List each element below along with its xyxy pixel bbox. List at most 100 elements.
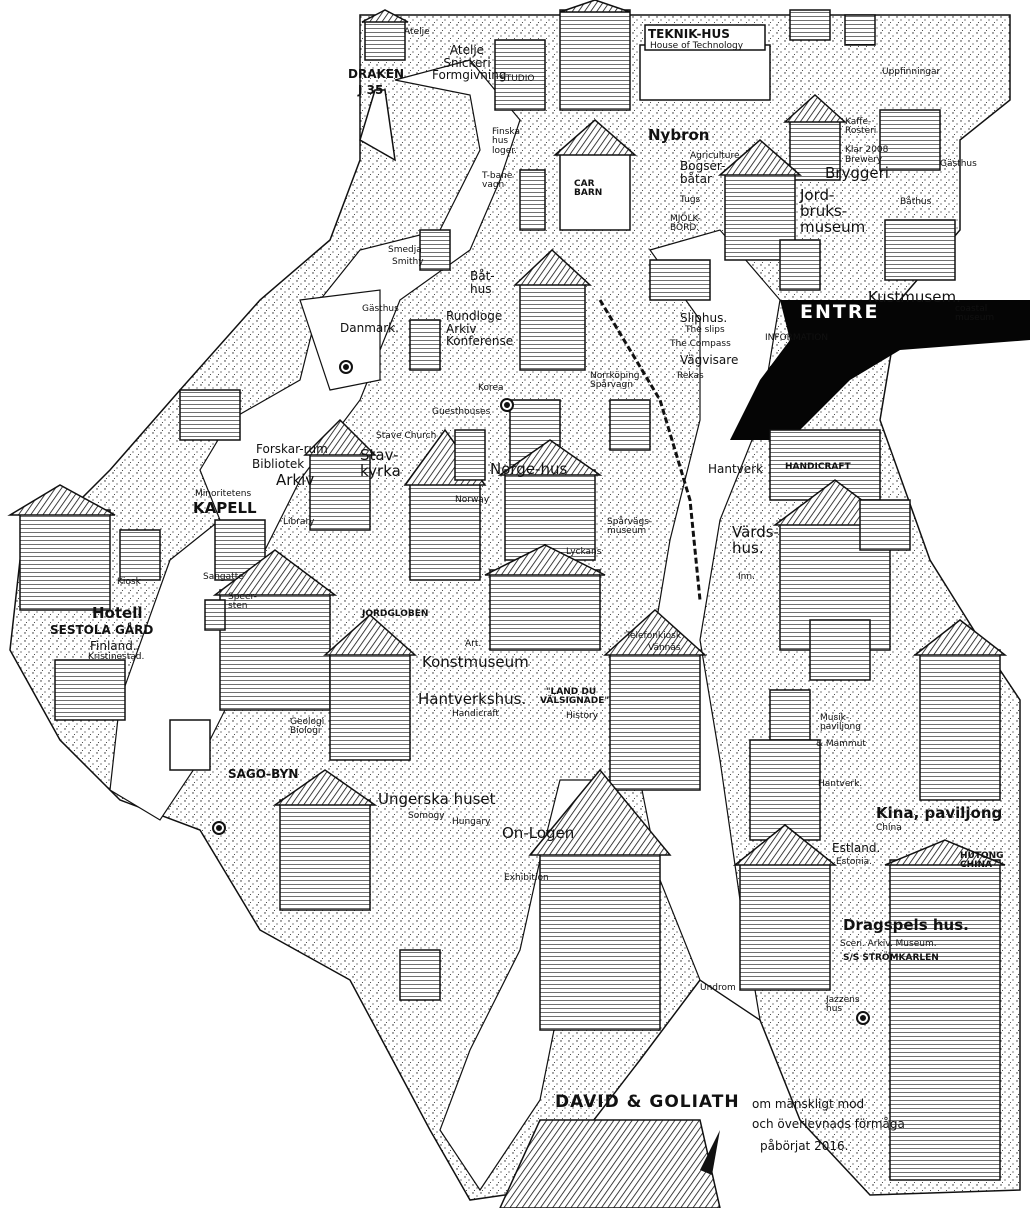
label-finska-hus: Finska hus loger. [492, 127, 520, 156]
label-bibliotek: Bibliotek [252, 457, 305, 471]
label-stromkarlen: S/S STRÖMKARLEN [843, 953, 939, 963]
label-hutong: HUTONG CHINA [960, 851, 1004, 871]
label-guesthouses: Guesthouses [432, 407, 491, 417]
label-information: INFORMATION [765, 333, 829, 343]
label-sestola-gard: SESTOLA GÅRD [50, 623, 154, 637]
label-vardshus: Värds-hus. [732, 523, 779, 557]
label-car-barn: CAR BARN [574, 179, 603, 199]
label-vagvisare: Vägvisare [680, 353, 739, 367]
label-entre: ENTRE [800, 301, 880, 323]
label-hotell: Hotell [92, 604, 143, 622]
label-jordbruksmuseum: Jord-bruks-museum [800, 186, 866, 236]
label-hantverk-e: Hantverk [708, 462, 764, 476]
label-stavkyrka: Stav-kyrka [360, 446, 401, 480]
label-sliphus: Sliphus. [680, 311, 728, 325]
label-telefonkiosk: Telefonkiosk [626, 631, 682, 641]
label-library: Library [283, 517, 315, 527]
label-david-goliath: DAVID & GOLIATH [555, 1092, 740, 1112]
label-bryggeri: Bryggeri [825, 164, 889, 182]
label-kafferosteri: Kaffe-Rosteri [845, 117, 877, 137]
label-sangatte: Sangatte [203, 572, 244, 582]
label-agriculture: Agriculture [690, 151, 740, 161]
label-minoritetens: Minoritetens [195, 489, 252, 499]
label-ungerska-huset: Ungerska huset [378, 790, 496, 808]
label-jordgloben: JORDGLOBEN [362, 609, 429, 619]
label-sparvagnsmuseum: Spårvägs-museum [607, 517, 653, 537]
label-gasthus-w: Gästhus [362, 304, 399, 314]
label-on-logen: On-Logen [502, 824, 575, 842]
buildings [7, 0, 1008, 1208]
label-gasthus-ne: Gästhus [940, 159, 977, 169]
label-estland: Estland. [832, 841, 881, 855]
label-brewery: Brewery [845, 155, 883, 165]
label-the-compass: The Compass [670, 339, 731, 349]
label-norrkoping-sparvagn: Norrköping Spårvagn [590, 371, 640, 391]
label-korea: Korea [478, 383, 504, 393]
label-kiosk: Kiosk [117, 577, 141, 587]
label-t-bane-vagn: T-bane vagn [482, 171, 513, 191]
label-the-slips: The slips [685, 325, 725, 335]
label-rekas: Rekas [677, 371, 704, 381]
label-kustmuseum: Kustmusem. [868, 288, 961, 306]
label-mansklig-line1: om mänskligt mod [752, 1097, 865, 1111]
label-speersten: Speer-sten [228, 592, 257, 612]
label-exhibition: Exhibition [504, 873, 549, 883]
label-j35: J 35 [358, 83, 384, 97]
label-klar-2008: Klar 2008 [845, 145, 889, 155]
label-house-of-technology: House of Technology [650, 41, 744, 51]
label-estonia: Estonia. [836, 857, 872, 867]
label-vannas: Vännäs [648, 643, 681, 653]
label-arkiv: Arkiv [276, 471, 315, 489]
label-art: Art. [465, 639, 482, 649]
label-bathus-ne: Båthus [900, 197, 932, 207]
label-jazzens-hus: Jazzens hus [826, 995, 860, 1015]
label-undrom: Undrom [700, 983, 736, 993]
label-teknik-hus: TEKNIK-HUS [648, 27, 730, 41]
draken-jet [359, 89, 396, 162]
label-stave-church: Stave Church [376, 431, 437, 441]
label-paborjat: påbörjat 2016. [760, 1139, 849, 1153]
label-handicraft: Handicraft [452, 709, 499, 719]
label-mjolk-bord: MJÖLK-BORD. [670, 214, 701, 234]
label-mansklig-line2: och överlevnads förmåga [752, 1117, 905, 1131]
tram-track [598, 299, 702, 601]
label-bathus: Båt-hus [470, 269, 495, 296]
water-bay [730, 300, 1030, 440]
label-musikpaviljong: Musik-paviljong [820, 713, 861, 733]
label-somogy: Somogy [408, 811, 445, 821]
label-rundloge: Rundloge Arkiv Konferense [446, 309, 514, 349]
label-land-du-valsignade: "LAND DU VÄLSIGNADE" [540, 687, 610, 707]
label-dragspelshus: Dragspels hus. [843, 916, 969, 934]
label-uppfinningar: Uppfinningar [882, 67, 941, 77]
label-mammut: & Mammut [816, 739, 866, 749]
label-handicraft-sign: HANDICRAFT [785, 462, 851, 472]
label-bogserbatar: Bogser-båtar [680, 159, 726, 186]
label-hantverk-se: Hantverk. [818, 779, 863, 789]
label-norgehus: Norge-hus [490, 460, 568, 478]
label-atelje: Atelje [404, 27, 430, 37]
label-hungary: Hungary [452, 817, 491, 827]
label-inn: Inn. [738, 572, 755, 582]
label-smedja: Smedja [388, 245, 422, 255]
label-coastal-museum: coastal museum [955, 304, 995, 324]
label-hantverkshus: Hantverkshus. [418, 690, 527, 708]
label-danmark: Danmark. [340, 321, 399, 335]
label-draken: DRAKEN [348, 67, 405, 81]
label-smithy: Smithy [392, 257, 424, 267]
label-china: China [876, 823, 902, 833]
label-konstmuseum: Konstmuseum [422, 653, 529, 671]
label-finland: Finland. [90, 639, 137, 653]
label-atelje-snickeri: Atelje Snickeri Formgivning [432, 43, 507, 83]
label-norway: Norway [455, 495, 490, 505]
label-kristinestad: Kristinestad. [88, 652, 145, 662]
label-history: History [566, 711, 599, 721]
label-studio: STUDIO [500, 74, 535, 84]
label-kina-paviljong: Kina, paviljong [876, 804, 1003, 822]
map-markers [212, 360, 870, 1025]
label-nybron: Nybron [648, 126, 710, 144]
label-lyckans: Lyckans [566, 547, 602, 557]
label-tugs: Tugs [680, 195, 701, 205]
label-forskarrum: Forskar-rum [256, 442, 328, 456]
label-geologi: Geologi Biologi [290, 717, 325, 737]
